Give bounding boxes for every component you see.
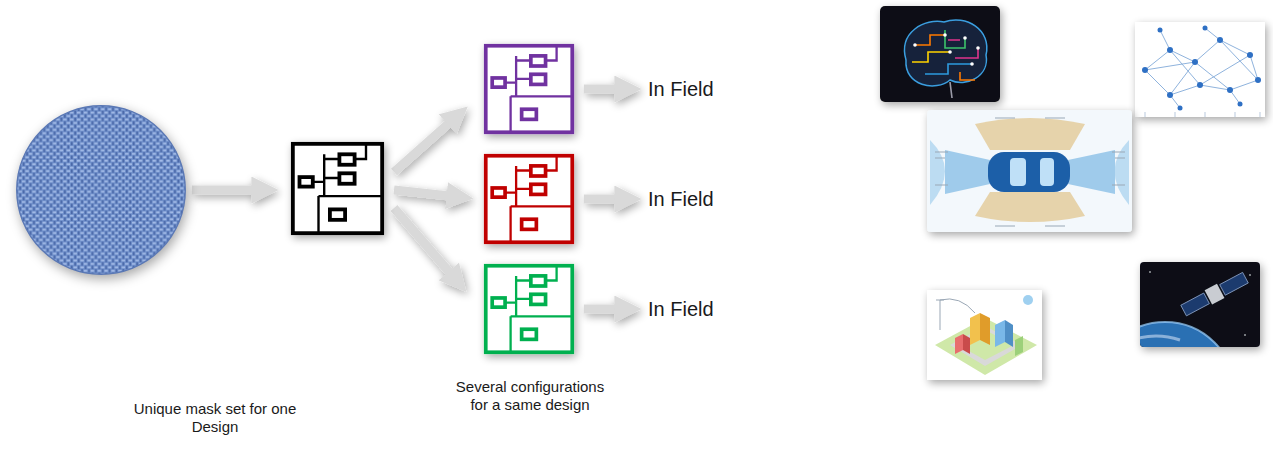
circuit-design — [293, 144, 382, 233]
network-picture — [1135, 22, 1265, 117]
group-caption: Several configurations for a same design — [452, 378, 608, 414]
field-label: In Field — [648, 187, 788, 211]
satellite-picture — [1095, 262, 1260, 462]
field-label-box: In Field — [648, 77, 788, 101]
field-label: In Field — [648, 297, 788, 321]
mask-set-caption: Unique mask set for one Design — [130, 400, 300, 436]
smart-city-picture — [927, 290, 1042, 380]
group-caption-box: Several configurations for a same design — [452, 378, 608, 414]
car-sensors-picture — [927, 110, 1132, 232]
wafer-shape — [15, 104, 187, 276]
wafer-circle — [17, 106, 186, 275]
field-label-box: In Field — [648, 297, 788, 321]
field-label: In Field — [648, 77, 788, 101]
circuit-configurations — [486, 46, 572, 352]
field-label-box: In Field — [648, 187, 788, 211]
mask-set-caption-box: Unique mask set for one Design — [130, 400, 300, 436]
wafer-disc: Unique mask set for one Design — [15, 104, 187, 276]
ai-brain-picture — [880, 6, 1000, 102]
